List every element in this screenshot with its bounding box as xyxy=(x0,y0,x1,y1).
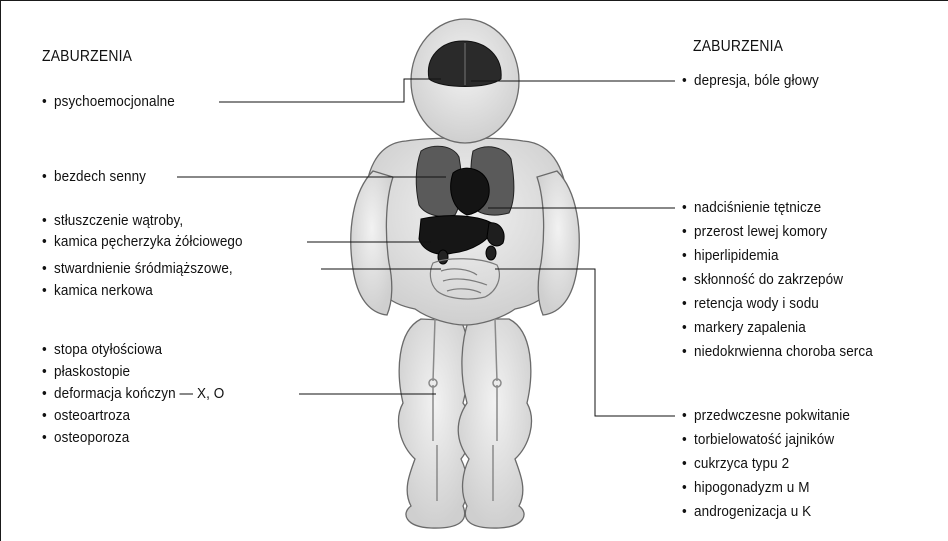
list-item: retencja wody i sodu xyxy=(682,295,819,313)
list-item: bezdech senny xyxy=(42,168,146,186)
list-item: hipogonadyzm u M xyxy=(682,479,810,497)
list-item: stopa otyłościowa xyxy=(42,341,162,359)
list-item: przedwczesne pokwitanie xyxy=(682,407,850,425)
list-item: hiperlipidemia xyxy=(682,247,779,265)
list-item: płaskostopie xyxy=(42,363,130,381)
pointer-hormony xyxy=(495,269,675,416)
list-item: stwardnienie śródmiąższowe, xyxy=(42,260,233,278)
list-item: kamica pęcherzyka żółciowego xyxy=(42,233,243,251)
list-item: cukrzyca typu 2 xyxy=(682,455,789,473)
list-item: osteoporoza xyxy=(42,429,129,447)
list-item: skłonność do zakrzepów xyxy=(682,271,843,289)
right-header: ZABURZENIA xyxy=(693,38,783,56)
list-item: deformacja kończyn — X, O xyxy=(42,385,224,403)
list-item: przerost lewej komory xyxy=(682,223,827,241)
list-item: depresja, bóle głowy xyxy=(682,72,819,90)
list-item: androgenizacja u K xyxy=(682,503,811,521)
list-item: torbielowatość jajników xyxy=(682,431,834,449)
left-header: ZABURZENIA xyxy=(42,48,132,66)
pointer-psychoemocjonalne xyxy=(219,79,441,102)
list-item: stłuszczenie wątroby, xyxy=(42,212,183,230)
list-item: nadciśnienie tętnicze xyxy=(682,199,821,217)
list-item: osteoartroza xyxy=(42,407,130,425)
list-item: kamica nerkowa xyxy=(42,282,153,300)
list-item: psychoemocjonalne xyxy=(42,93,175,111)
list-item: markery zapalenia xyxy=(682,319,806,337)
list-item: niedokrwienna choroba serca xyxy=(682,343,873,361)
